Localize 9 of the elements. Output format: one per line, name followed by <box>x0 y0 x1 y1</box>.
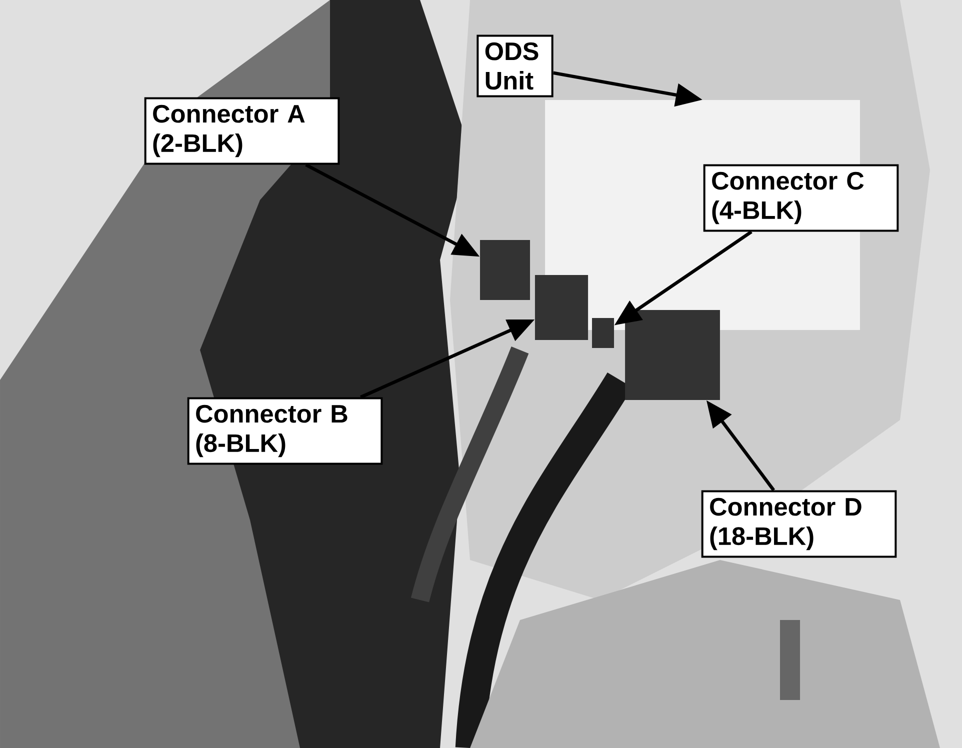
connector-plug <box>625 310 720 400</box>
callout-box: Connector D (18-BLK) <box>701 490 897 558</box>
callout-box: Connector C (4-BLK) <box>703 164 899 232</box>
callout-box: Connector B (8-BLK) <box>187 397 383 465</box>
connector-plug <box>592 318 614 348</box>
connector-plug <box>534 274 588 340</box>
callout-box: ODS Unit <box>476 34 554 98</box>
connector-plug <box>480 240 530 300</box>
callout-box: Connector A (2-BLK) <box>144 97 340 165</box>
